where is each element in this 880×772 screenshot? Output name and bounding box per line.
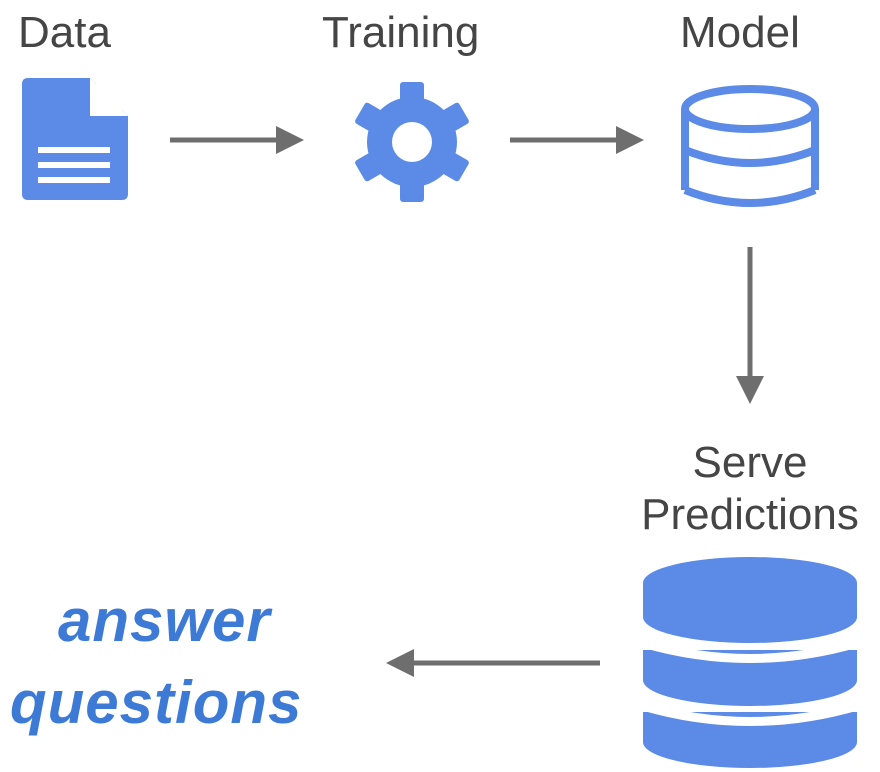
model-label: Model bbox=[680, 8, 800, 57]
document-icon bbox=[22, 78, 128, 200]
arrow-serve-to-answer bbox=[386, 649, 600, 677]
data-label: Data bbox=[18, 8, 111, 57]
arrow-training-to-model bbox=[510, 126, 644, 154]
arrow-model-to-serve bbox=[736, 247, 764, 404]
serve-predictions-label: Serve Predictions bbox=[620, 437, 880, 541]
database-filled-icon bbox=[643, 557, 857, 768]
serve-label-line1: Serve bbox=[692, 438, 808, 487]
database-divider-lines bbox=[641, 638, 859, 726]
answer-questions-text: answer questions bbox=[10, 580, 302, 744]
answer-line2: questions bbox=[10, 669, 303, 736]
arrow-data-to-training bbox=[170, 126, 304, 154]
training-label: Training bbox=[322, 8, 480, 57]
database-outline-icon bbox=[681, 85, 819, 207]
serve-label-line2: Predictions bbox=[641, 490, 859, 539]
gear-icon bbox=[355, 82, 469, 202]
answer-line1: answer bbox=[58, 587, 271, 654]
